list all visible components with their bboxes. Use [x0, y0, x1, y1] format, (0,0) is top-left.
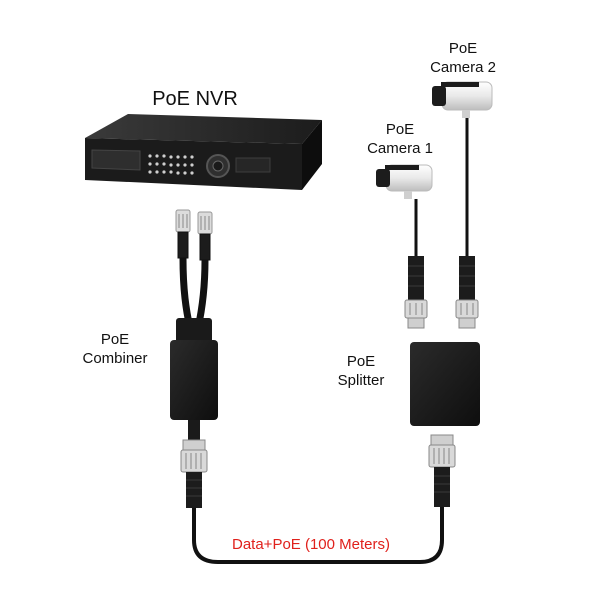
- rj45-connector-icon: [428, 434, 456, 507]
- rj45-connector-icon: [404, 256, 428, 329]
- splitter-label: PoE Splitter: [322, 352, 400, 390]
- camera-icon: [432, 81, 493, 118]
- camera1-label-line1: PoE: [385, 121, 415, 138]
- rj45-connector-icon: [175, 209, 213, 261]
- combiner-label-line2: Combiner: [82, 350, 148, 367]
- camera2-label-line2: Camera 2: [430, 59, 496, 76]
- rj45-connector-icon: [180, 439, 208, 508]
- splitter-label-line1: PoE: [346, 353, 376, 370]
- combiner-label: PoE Combiner: [70, 330, 160, 368]
- nvr-label: PoE NVR: [152, 88, 238, 110]
- combiner-label-line1: PoE: [100, 331, 130, 348]
- combiner-icon: [170, 318, 218, 420]
- camera1-label: PoE Camera 1: [357, 120, 443, 158]
- camera2-label: PoE Camera 2: [420, 39, 506, 77]
- rj45-connector-icon: [455, 256, 479, 329]
- camera-icon: [376, 164, 433, 199]
- nvr-icon: [85, 114, 322, 190]
- camera2-label-line1: PoE: [448, 40, 478, 57]
- camera1-label-line2: Camera 1: [367, 140, 433, 157]
- splitter-label-line2: Splitter: [337, 372, 385, 389]
- splitter-icon: [410, 342, 480, 426]
- cable-caption: Data+PoE (100 Meters): [230, 536, 392, 553]
